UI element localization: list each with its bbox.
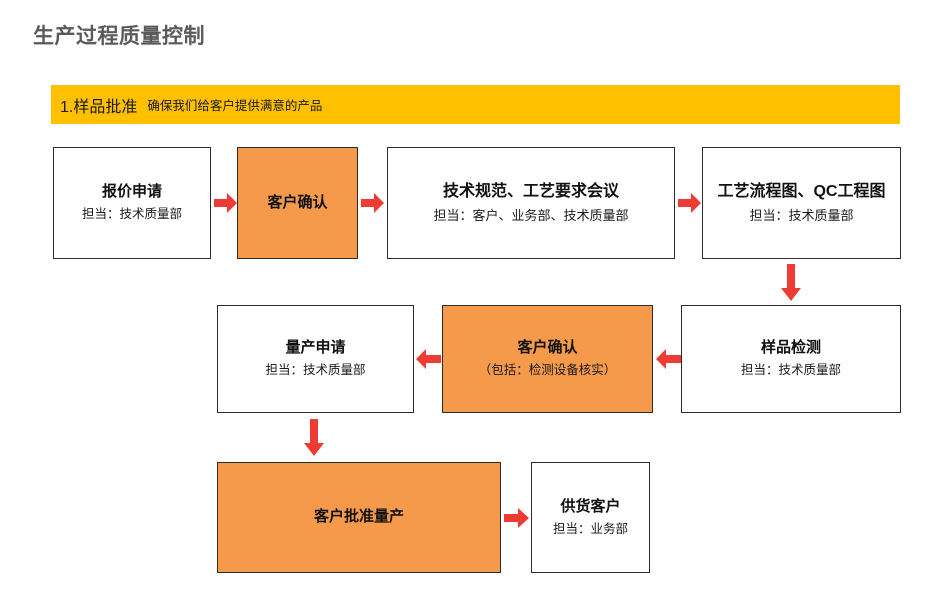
flow-node-mass-production-request[interactable]: 量产申请 担当：技术质量部 (217, 305, 414, 413)
flow-node-process-flow-qc-chart[interactable]: 工艺流程图、QC工程图 担当：技术质量部 (702, 147, 901, 259)
flow-node-customer-confirm-2[interactable]: 客户确认 （包括：检测设备核实） (442, 305, 653, 413)
section-subtitle: 确保我们给客户提供满意的产品 (147, 99, 323, 113)
page-title: 生产过程质量控制 (33, 25, 205, 48)
arrow-right-icon-quote-to-confirm1 (214, 192, 238, 214)
arrow-left-icon-confirm2-to-massrequest (415, 348, 441, 370)
flow-node-sample-inspection[interactable]: 样品检测 担当：技术质量部 (681, 305, 901, 413)
flow-node-quote-request[interactable]: 报价申请 担当：技术质量部 (53, 147, 211, 259)
flow-node-supply-customer[interactable]: 供货客户 担当：业务部 (531, 462, 650, 573)
arrow-right-icon-meeting-to-flowchart (678, 192, 702, 214)
node-title: 工艺流程图、QC工程图 (717, 182, 886, 200)
section-number-label: 1.样品批准 (60, 98, 138, 116)
node-subtitle: 担当：技术质量部 (749, 207, 854, 223)
node-title: 技术规范、工艺要求会议 (442, 182, 619, 200)
node-title: 报价申请 (101, 183, 162, 200)
section-banner: 1.样品批准 确保我们给客户提供满意的产品 (51, 85, 900, 124)
node-subtitle: 担当：技术质量部 (265, 363, 366, 378)
flow-node-tech-spec-meeting[interactable]: 技术规范、工艺要求会议 担当：客户、业务部、技术质量部 (387, 147, 675, 259)
node-title: 客户确认 (267, 193, 328, 211)
node-title: 量产申请 (285, 339, 346, 356)
arrow-right-icon-approve-to-supply (504, 507, 530, 529)
node-subtitle: （包括：检测设备核实） (478, 363, 617, 378)
arrow-right-icon-confirm1-to-meeting (361, 192, 385, 214)
node-subtitle: 担当：客户、业务部、技术质量部 (433, 207, 629, 223)
flow-node-customer-confirm-1[interactable]: 客户确认 (237, 147, 358, 259)
arrow-down-icon-flowchart-to-inspection (780, 264, 802, 302)
node-title: 样品检测 (760, 339, 821, 356)
node-title: 客户确认 (517, 339, 578, 356)
arrow-left-icon-inspection-to-confirm2 (655, 348, 681, 370)
node-subtitle: 担当：技术质量部 (81, 207, 182, 222)
arrow-down-icon-massrequest-to-approve (303, 419, 325, 457)
node-subtitle: 担当：业务部 (552, 521, 628, 536)
node-title: 客户批准量产 (313, 508, 404, 526)
node-subtitle: 担当：技术质量部 (740, 363, 841, 378)
flow-node-customer-approve-mass-production[interactable]: 客户批准量产 (217, 462, 501, 573)
node-title: 供货客户 (560, 497, 621, 515)
